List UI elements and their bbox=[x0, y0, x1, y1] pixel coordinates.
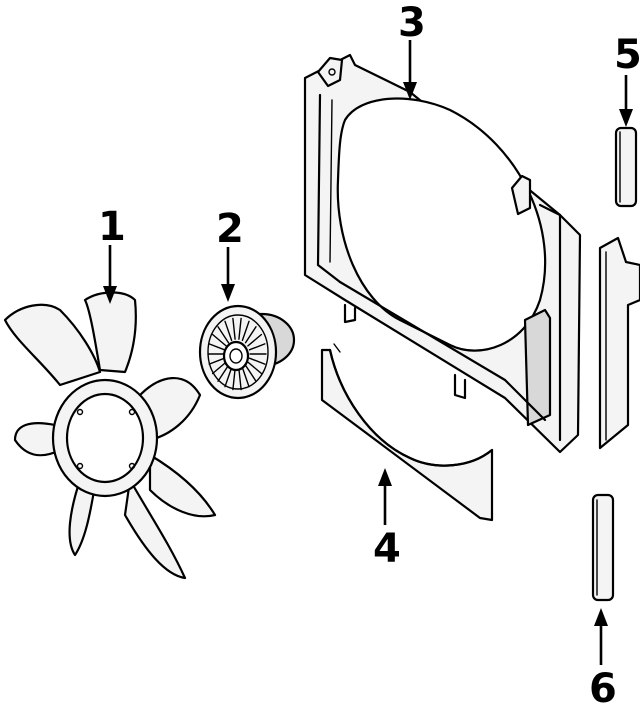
clutch-fin bbox=[211, 361, 227, 375]
clutch-fin bbox=[232, 368, 236, 391]
clutch-fin bbox=[247, 333, 263, 347]
fan-blade-part[interactable] bbox=[3, 291, 217, 580]
clutch-fin bbox=[247, 361, 263, 375]
fan-shroud-part[interactable] bbox=[303, 53, 582, 454]
callout-4: 4 bbox=[373, 526, 401, 572]
clutch-fin bbox=[248, 357, 266, 365]
clutch-fin bbox=[217, 364, 230, 382]
upper-seal-part[interactable] bbox=[614, 126, 638, 208]
fan-clutch-part[interactable] bbox=[198, 304, 296, 400]
callout-arrows bbox=[103, 40, 633, 665]
clutch-fin bbox=[238, 368, 242, 391]
clutch-fin bbox=[208, 357, 226, 365]
clutch-fin bbox=[248, 343, 266, 351]
side-bracket bbox=[598, 236, 640, 450]
clutch-fin bbox=[244, 326, 257, 344]
callout-labels: 1 2 3 4 5 6 bbox=[98, 0, 640, 709]
clutch-fin bbox=[208, 343, 226, 351]
clutch-fin bbox=[224, 366, 233, 388]
callout-6: 6 bbox=[589, 666, 617, 709]
clutch-fin bbox=[232, 317, 236, 340]
clutch-fin bbox=[224, 320, 233, 342]
callout-1: 1 bbox=[98, 204, 126, 250]
callout-5: 5 bbox=[614, 32, 640, 78]
lower-shroud-part[interactable] bbox=[320, 343, 494, 522]
clutch-fin bbox=[217, 326, 230, 344]
clutch-fin bbox=[244, 364, 257, 382]
clutch-fin bbox=[241, 320, 250, 342]
callout-2: 2 bbox=[216, 206, 244, 252]
clutch-fin bbox=[238, 317, 242, 340]
lower-seal-part[interactable] bbox=[591, 493, 615, 602]
clutch-fin bbox=[211, 333, 227, 347]
callout-3: 3 bbox=[398, 0, 426, 46]
clutch-fin bbox=[241, 366, 250, 388]
